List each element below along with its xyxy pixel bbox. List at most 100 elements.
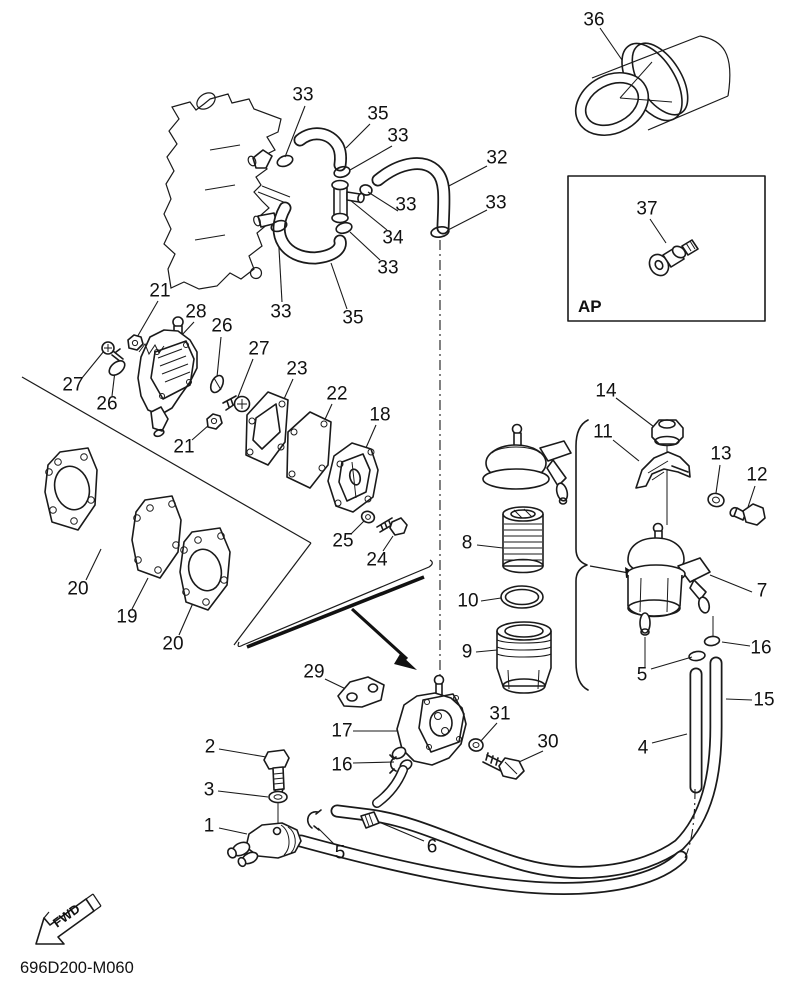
filter-head-exploded	[482, 423, 572, 505]
o-ring-10	[500, 585, 544, 609]
part-label-20: 20	[67, 579, 88, 600]
washer-31	[468, 738, 484, 752]
part-label-16: 16	[331, 755, 352, 776]
hose-6-lower	[294, 834, 688, 895]
part-label-33: 33	[292, 85, 313, 106]
diagram-code: 696D200-M060	[20, 959, 134, 977]
part-label-27: 27	[248, 339, 269, 360]
pump-body-28	[137, 316, 198, 438]
silencer-36	[574, 35, 731, 137]
gasket-20-left	[44, 447, 98, 531]
part-26-right	[209, 374, 225, 394]
part-label-21: 21	[173, 437, 194, 458]
bolt-12	[729, 503, 766, 526]
part-26-left	[108, 360, 126, 376]
part-label-36: 36	[583, 10, 604, 31]
part-label-28: 28	[185, 302, 206, 323]
fwd-arrow: FWD	[35, 893, 102, 945]
part-label-33: 33	[387, 126, 408, 147]
part-label-7: 7	[757, 581, 768, 602]
filter-element-8	[502, 506, 544, 574]
nut-21-right	[206, 413, 223, 430]
filter-cup-9	[496, 621, 552, 694]
bolt-2	[263, 749, 290, 796]
bracket-11	[635, 451, 691, 489]
part-label-4: 4	[638, 738, 649, 759]
hose-clamps-33	[270, 154, 450, 238]
t-fitting-34	[331, 179, 365, 224]
part-label-5: 5	[335, 843, 346, 864]
part-label-13: 13	[710, 444, 731, 465]
hose-35-upper	[293, 127, 348, 172]
part-label-35: 35	[342, 308, 363, 329]
gasket-20-right	[179, 527, 231, 611]
washer-25	[360, 510, 376, 524]
part-label-37: 37	[636, 199, 657, 220]
big-arrowhead	[394, 654, 417, 670]
pipe-4-hidden-line	[683, 788, 696, 861]
hose-clamp-6	[360, 811, 380, 829]
pump-assembled-17	[372, 674, 467, 808]
part-label-18: 18	[369, 405, 390, 426]
part-label-2: 2	[205, 737, 216, 758]
part-label-26: 26	[96, 394, 117, 415]
part-label-26: 26	[211, 316, 232, 337]
part-label-22: 22	[326, 384, 347, 405]
hose-35-lower	[272, 201, 347, 265]
part-label-31: 31	[489, 704, 510, 725]
part-label-16: 16	[750, 638, 771, 659]
pump-cover-18	[327, 442, 379, 513]
part-label-32: 32	[486, 148, 507, 169]
part-label-27: 27	[62, 375, 83, 396]
gasket-22	[286, 411, 332, 489]
part-label-11: 11	[593, 422, 613, 443]
clip-5-left	[306, 809, 322, 831]
clamp-16-right	[703, 635, 721, 647]
part-label-14: 14	[595, 381, 617, 402]
part-label-33: 33	[270, 302, 291, 323]
ap-inset-box: AP	[567, 175, 766, 322]
part-label-20: 20	[162, 634, 183, 655]
filter-assembled-7	[626, 522, 711, 636]
part-label-15: 15	[753, 690, 774, 711]
bracket-29	[337, 676, 385, 708]
part-label-35: 35	[367, 104, 388, 125]
clip-16-left	[389, 754, 397, 774]
bolt-30	[482, 752, 525, 780]
hose-32	[371, 157, 451, 235]
engine-fitting-upper	[252, 149, 273, 169]
part-label-33: 33	[377, 258, 398, 279]
part-label-21: 21	[149, 281, 170, 302]
part-label-8: 8	[462, 533, 473, 554]
fuel-connector-1	[227, 822, 302, 868]
clamp-5-right	[688, 650, 706, 662]
part-label-33: 33	[485, 193, 506, 214]
nut-14	[651, 419, 684, 447]
part-label-30: 30	[537, 732, 558, 753]
section-lines	[21, 240, 441, 676]
part-label-9: 9	[462, 642, 473, 663]
screw-27-left	[101, 341, 124, 363]
part-label-1: 1	[204, 816, 215, 837]
part-label-17: 17	[331, 721, 352, 742]
part-label-19: 19	[116, 607, 137, 628]
ap-inset-label: AP	[578, 297, 602, 316]
pipe-15-and-hose	[330, 656, 723, 879]
engine-block	[163, 92, 291, 290]
nut-21-left	[127, 334, 144, 351]
screw-24	[376, 517, 408, 536]
part-label-12: 12	[746, 465, 767, 486]
fitting-37	[648, 239, 699, 277]
gasket-19	[131, 495, 182, 579]
washer-13	[707, 492, 725, 508]
part-label-5: 5	[637, 665, 648, 686]
screw-27-right	[222, 395, 251, 413]
part-label-10: 10	[457, 591, 478, 612]
part-label-24: 24	[366, 550, 388, 571]
part-label-3: 3	[204, 780, 215, 801]
part-label-25: 25	[332, 531, 353, 552]
part-label-29: 29	[303, 662, 324, 683]
